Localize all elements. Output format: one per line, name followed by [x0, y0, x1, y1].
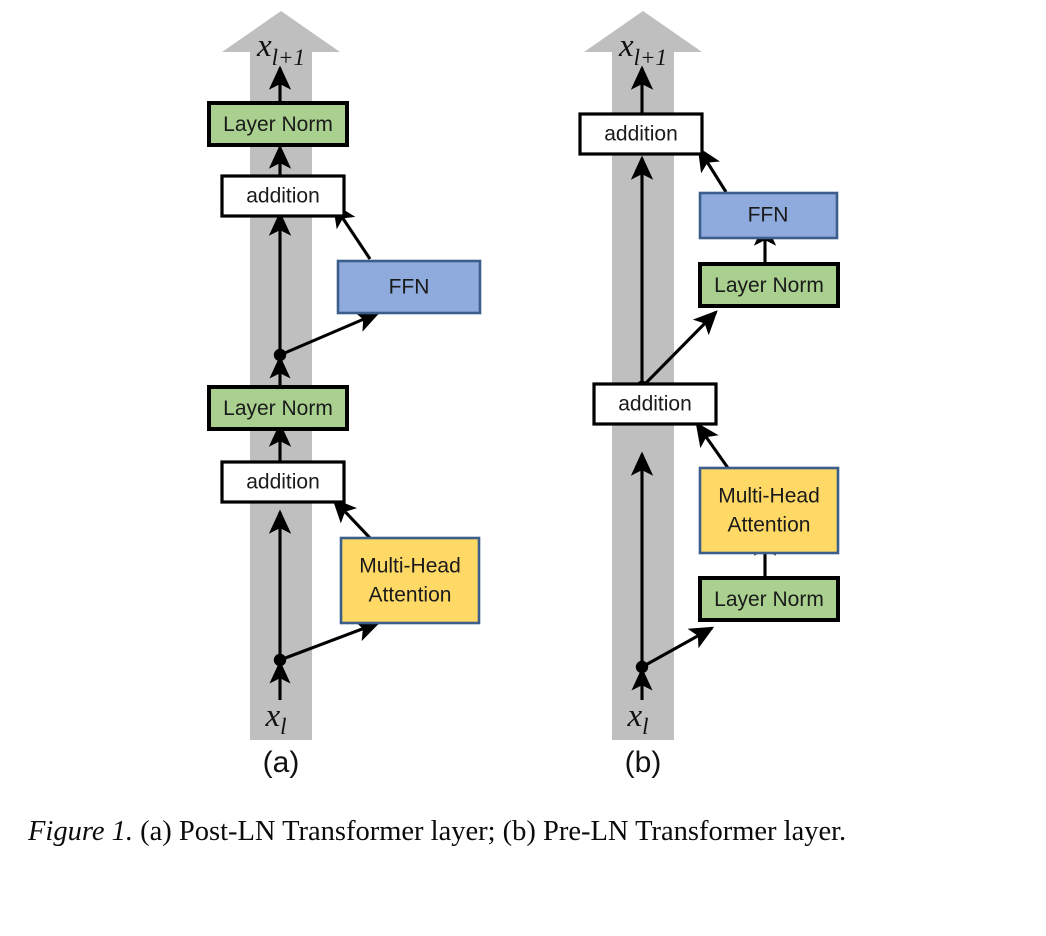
block-label-line1: Multi-Head: [359, 555, 461, 578]
block-label-line2: Attention: [369, 584, 452, 607]
block-b-addition-top[interactable]: addition: [578, 112, 704, 156]
block-label: Layer Norm: [223, 397, 333, 420]
block-b-layer-norm-top[interactable]: Layer Norm: [698, 262, 840, 308]
block-label-line1: Multi-Head: [718, 485, 820, 508]
block-label: addition: [246, 471, 320, 494]
panel-a: Layer Norm addition FFN Layer Norm addit…: [207, 11, 482, 779]
block-label: Layer Norm: [714, 588, 824, 611]
block-label: addition: [246, 185, 320, 208]
block-a-addition-top[interactable]: addition: [220, 174, 346, 218]
block-a-layer-norm-top[interactable]: Layer Norm: [207, 101, 349, 147]
block-b-addition-bottom[interactable]: addition: [592, 382, 718, 426]
output-label-a: xl+1: [256, 28, 305, 70]
figure-number: Figure 1.: [28, 816, 134, 847]
residual-junction-dot-b-1: [635, 660, 649, 674]
block-label: addition: [618, 393, 692, 416]
block-a-layer-norm-bottom[interactable]: Layer Norm: [207, 385, 349, 431]
block-b-ffn[interactable]: FFN: [698, 191, 839, 240]
transformer-architecture-diagram: Layer Norm addition FFN Layer Norm addit…: [207, 11, 840, 779]
panel-b-label: (b): [625, 746, 662, 779]
block-b-layer-norm-bottom[interactable]: Layer Norm: [698, 576, 840, 622]
block-a-multi-head-attention[interactable]: Multi-Head Attention: [339, 536, 481, 625]
figure-caption-text: (a) Post-LN Transformer layer; (b) Pre-L…: [133, 816, 847, 847]
branch-arrows-b: [640, 146, 777, 669]
block-label: FFN: [748, 204, 789, 227]
block-a-addition-bottom[interactable]: addition: [220, 460, 346, 504]
residual-junction-dot-a-1: [273, 653, 287, 667]
input-label-a: xl: [264, 698, 286, 739]
residual-junction-dot-a-2: [273, 348, 287, 362]
figure-caption: Figure 1. (a) Post-LN Transformer layer;…: [28, 812, 1018, 852]
output-label-b: xl+1: [618, 28, 667, 70]
input-label-b: xl: [626, 698, 648, 739]
block-label-line2: Attention: [728, 514, 811, 537]
block-b-multi-head-attention[interactable]: Multi-Head Attention: [698, 466, 840, 555]
panel-b: addition FFN Layer Norm addition Multi-H…: [578, 11, 840, 779]
block-label: addition: [604, 123, 678, 146]
block-label: FFN: [389, 276, 430, 299]
block-label: Layer Norm: [223, 113, 333, 136]
panel-a-label: (a): [263, 746, 300, 779]
block-a-ffn[interactable]: FFN: [336, 259, 482, 315]
block-label: Layer Norm: [714, 274, 824, 297]
